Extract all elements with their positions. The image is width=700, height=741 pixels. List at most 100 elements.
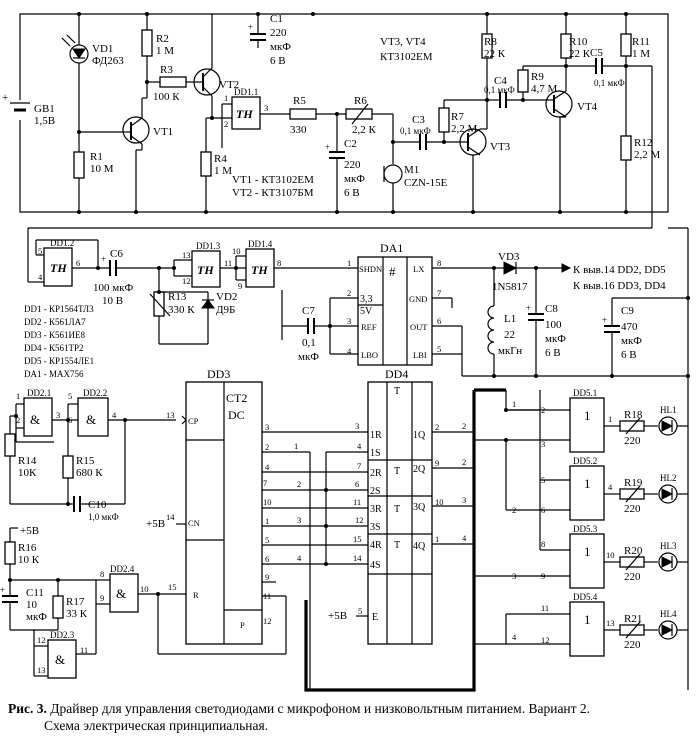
svg-text:3: 3	[297, 515, 301, 525]
c1-v3: 6 В	[270, 55, 286, 67]
c2-v2: мкФ	[344, 173, 365, 185]
c11-v1: 10	[26, 599, 38, 611]
vt34-title: VT3, VT4	[380, 36, 426, 48]
c9-v3: 6 В	[621, 349, 637, 361]
da1-lbo: LBO	[361, 350, 378, 360]
vt4-ref: VT4	[577, 101, 598, 113]
svg-text:4: 4	[347, 346, 352, 356]
resistor-r6: R6 2,2 К	[345, 95, 394, 140]
caption-line-1: Драйвер для управления светодиодами с ми…	[50, 701, 591, 716]
svg-text:10: 10	[606, 550, 615, 560]
da1-ref: DA1	[380, 241, 403, 255]
gate-dd1-1: DD1.1 TH 1 2 3	[212, 87, 290, 148]
r6-value: 2,2 К	[352, 124, 377, 136]
svg-text:11: 11	[541, 603, 549, 613]
svg-text:6: 6	[76, 258, 80, 268]
capacitor-c1: + C1 220 мкФ 6 В	[248, 13, 291, 67]
r14-ref: R14	[18, 455, 37, 467]
svg-text:4S: 4S	[370, 560, 381, 571]
dd52-ref: DD5.2	[573, 456, 597, 466]
capacitor-c2: + C2 220 мкФ 6 В	[325, 114, 365, 212]
transistor-vt4: VT4	[545, 66, 598, 212]
dd3-dc: DC	[228, 408, 245, 422]
transistor-vt3: VT3	[459, 100, 511, 212]
bus-wires: 3 1 7 2 11 3 15 4 14 4 6 12	[262, 421, 368, 690]
svg-text:4R: 4R	[370, 540, 382, 551]
c1-v2: мкФ	[270, 41, 291, 53]
svg-text:+: +	[325, 142, 330, 152]
resistor-r9: R9 4,7 М	[517, 65, 566, 100]
r9-value: 4,7 М	[531, 83, 558, 95]
svg-text:13: 13	[182, 250, 191, 260]
svg-text:2S: 2S	[370, 486, 381, 497]
hl2-ref: HL2	[660, 473, 677, 483]
dd13-sym: TH	[197, 263, 214, 277]
svg-text:1: 1	[608, 414, 612, 424]
vd3-value: 1N5817	[492, 281, 528, 293]
dd53-ref: DD5.3	[573, 524, 598, 534]
r20-ref: R20	[624, 545, 643, 557]
svg-text:1: 1	[16, 391, 20, 401]
svg-text:3: 3	[264, 103, 268, 113]
dd21-sym: &	[30, 412, 40, 427]
caption-line-2: Схема электрическая принципиальная.	[44, 718, 269, 733]
dd22-sym: &	[86, 412, 96, 427]
svg-text:6: 6	[541, 505, 545, 515]
diode-vd3: VD3 1N5817	[492, 251, 572, 293]
r7-ref: R7	[451, 111, 464, 123]
svg-text:13: 13	[37, 665, 46, 675]
c2-v1: 220	[344, 159, 361, 171]
dd4-plus5v: +5В	[328, 610, 347, 622]
gate-dd2-2: DD2.2 & 5 6 4	[67, 388, 176, 460]
dd3-ct: CT2	[226, 391, 247, 405]
svg-text:9: 9	[541, 571, 545, 581]
c6-v2: 10 В	[102, 295, 123, 307]
r5-value: 330	[290, 124, 307, 136]
svg-text:2: 2	[462, 421, 466, 431]
svg-text:15: 15	[168, 582, 177, 592]
gb1-value: 1,5В	[34, 115, 55, 127]
r2-value: 1 М	[156, 45, 174, 57]
output-note-1: К выв.14 DD2, DD5	[573, 264, 666, 276]
chip-dd4: DD4 T T T T 1R 1S 2R 2S 3R 3S 4R 4S E 1Q…	[328, 367, 444, 645]
c2-ref: C2	[344, 138, 357, 150]
dd53-sym: 1	[584, 544, 591, 559]
svg-text:2: 2	[16, 415, 20, 425]
vd2-ref: VD2	[216, 291, 237, 303]
svg-text:2: 2	[462, 457, 466, 467]
dd11-sym: TH	[236, 107, 253, 121]
svg-text:6: 6	[68, 415, 72, 425]
r21-value: 220	[624, 639, 641, 651]
c2-v3: 6 В	[344, 187, 360, 199]
r11-value: 1 М	[632, 48, 650, 60]
hl3-ref: HL3	[660, 541, 677, 551]
c5-ref: C5	[590, 47, 603, 59]
svg-text:13: 13	[606, 618, 615, 628]
resistor-r2: R2 1 М	[141, 14, 174, 99]
svg-text:+: +	[101, 254, 106, 264]
gate-dd5-3: DD5.3 1 10 R20 220 HL3	[569, 524, 688, 589]
svg-text:5: 5	[68, 391, 72, 401]
resistor-r10: R10 22 К	[560, 14, 591, 66]
da1-shdn: SHDN	[359, 264, 382, 274]
vt-note-1: VT1 - КТ3102ЕМ	[232, 174, 314, 186]
svg-text:6: 6	[265, 554, 269, 564]
r9-ref: R9	[531, 71, 544, 83]
vt-note-2: VT2 - КТ3107БМ	[232, 187, 314, 199]
svg-text:1R: 1R	[370, 430, 382, 441]
svg-text:2: 2	[541, 405, 545, 415]
dd22-ref: DD2.2	[83, 388, 107, 398]
resistor-r3: R3 100 К	[147, 64, 200, 103]
svg-text:5: 5	[265, 535, 269, 545]
svg-text:15: 15	[353, 534, 362, 544]
svg-text:3: 3	[462, 495, 466, 505]
gate-dd1-2: DD1.2 TH 5 4 6	[35, 238, 110, 287]
dd4-t1: T	[394, 386, 400, 397]
chip-da1: DA1 # SHDN 3,3 5V REF LBO LX GND OUT LBI…	[330, 241, 494, 366]
r21-ref: R21	[624, 613, 642, 625]
svg-text:4: 4	[112, 410, 117, 420]
vt34-type: КТ3102ЕМ	[380, 51, 433, 63]
dd11-ref: DD1.1	[234, 87, 258, 97]
c8-v3: 6 В	[545, 347, 561, 359]
r12-value: 2,2 М	[634, 149, 661, 161]
